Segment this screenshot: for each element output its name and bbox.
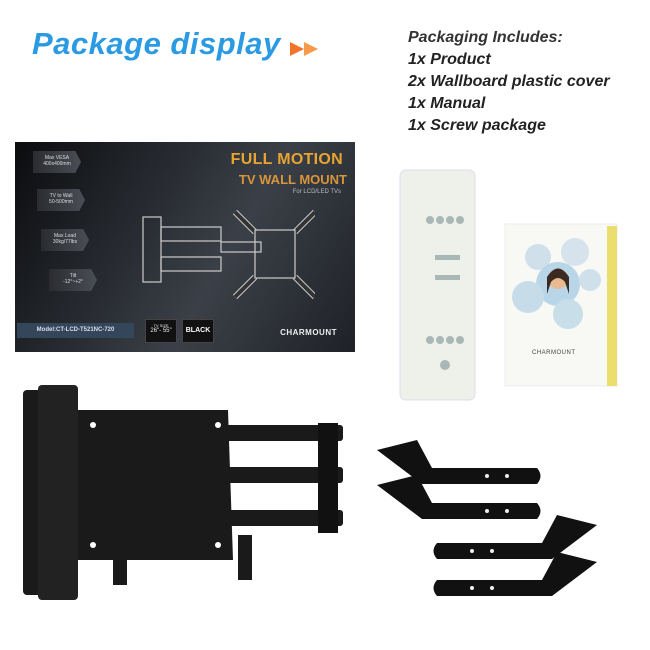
screw-package bbox=[399, 169, 476, 401]
wall-mount-product bbox=[23, 385, 343, 600]
list-item: 1x Manual bbox=[408, 95, 486, 112]
manual bbox=[504, 223, 618, 387]
package-contents-list: Packaging Includes: 1x Product 2x Wallbo… bbox=[408, 27, 610, 137]
list-heading: Packaging Includes: bbox=[408, 29, 563, 46]
double-arrow-icon bbox=[290, 42, 318, 56]
box-subtitle: For LCD/LED TVs bbox=[292, 189, 341, 195]
color-badge: BLACK bbox=[182, 319, 214, 343]
list-item: 2x Wallboard plastic cover bbox=[408, 73, 610, 90]
list-item: 1x Screw package bbox=[408, 117, 546, 134]
spec-tag: Tilt-12°~+2° bbox=[49, 269, 97, 291]
spacer-plates bbox=[377, 440, 597, 596]
model-label: Model:CT-LCD-T521NC-720 bbox=[17, 323, 134, 338]
box-title-2: TV WALL MOUNT bbox=[238, 172, 347, 187]
product-box: FULL MOTION TV WALL MOUNT For LCD/LED TV… bbox=[15, 142, 355, 352]
brand-logo: CHARMOUNT bbox=[280, 328, 337, 337]
list-item: 1x Product bbox=[408, 51, 491, 68]
mount-diagram bbox=[142, 209, 315, 300]
page-title: Package display bbox=[32, 26, 281, 61]
manual-brand: CHARMOUNT bbox=[532, 350, 576, 356]
box-title: FULL MOTION bbox=[230, 151, 343, 168]
